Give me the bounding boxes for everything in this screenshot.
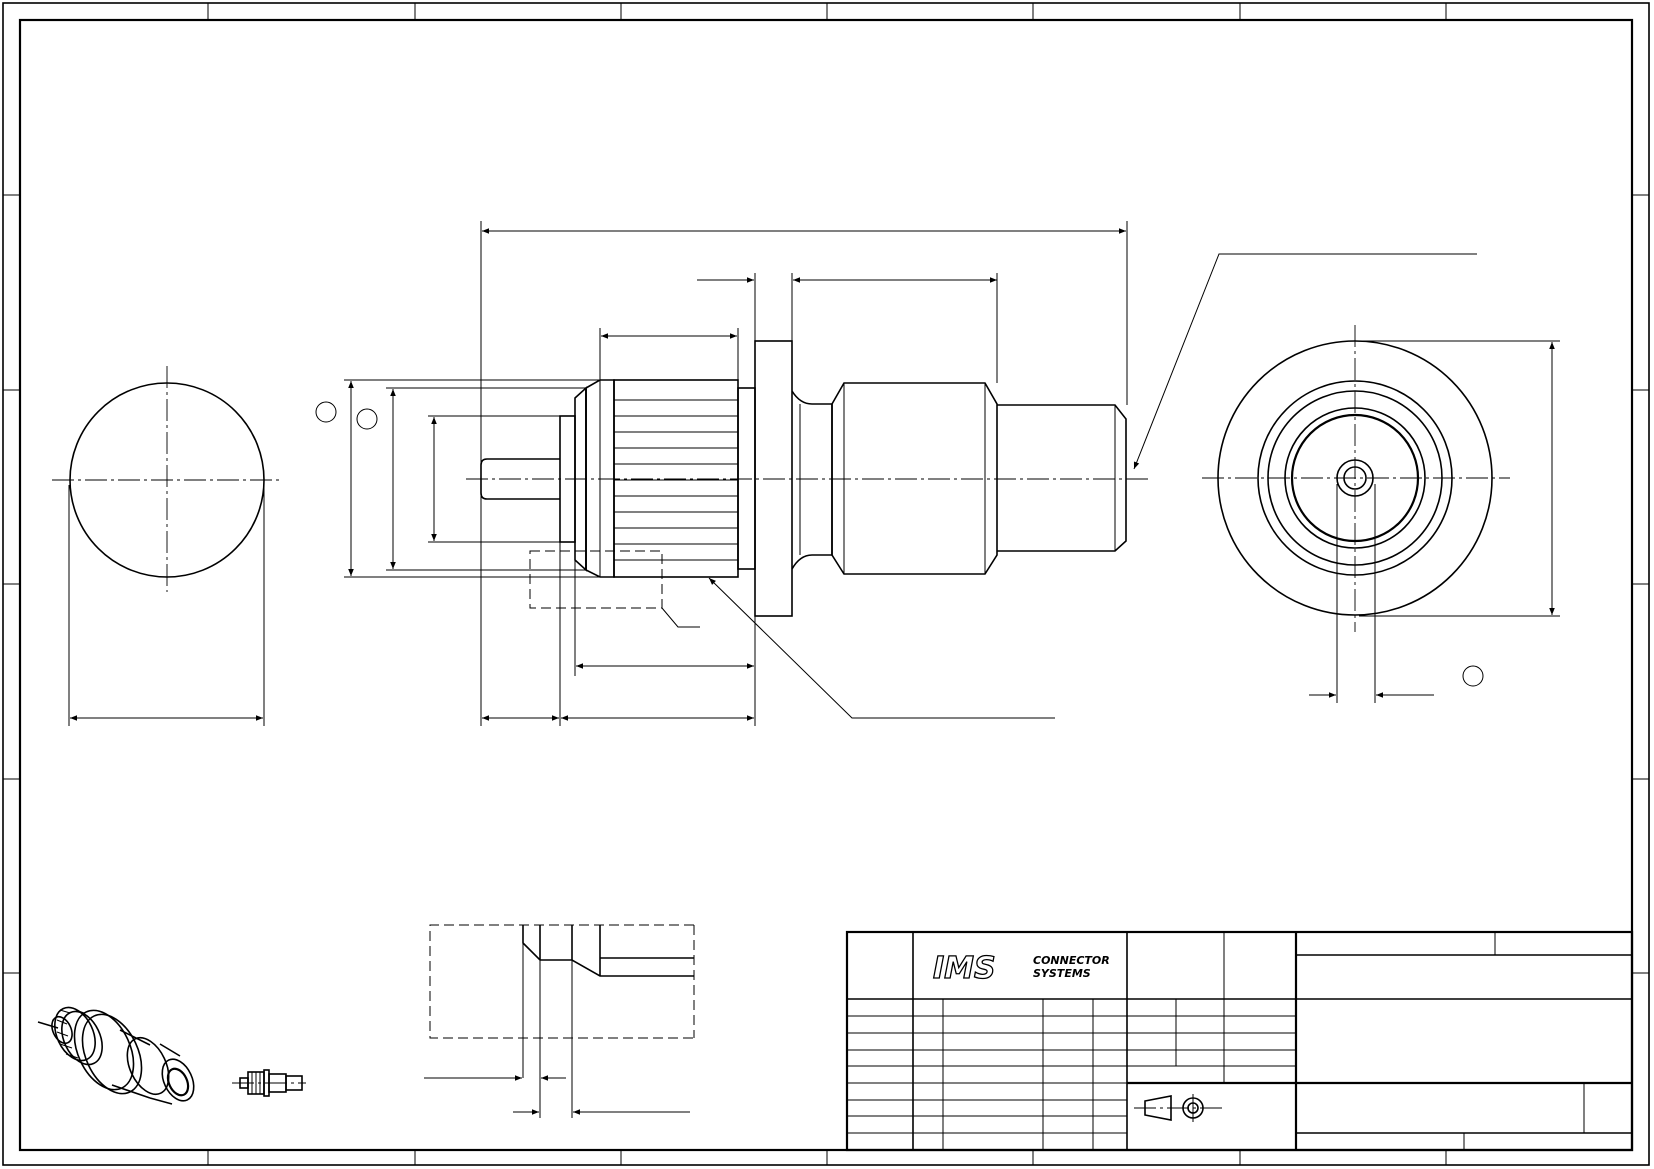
diameter-symbol bbox=[315, 401, 337, 423]
side-view-connector bbox=[466, 340, 1150, 628]
company-logo: IMS CONNECTOR SYSTEMS bbox=[932, 950, 1110, 986]
logo-line-2: SYSTEMS bbox=[1033, 967, 1091, 980]
scale-connector-sketch bbox=[232, 1069, 306, 1097]
end-view-left bbox=[52, 366, 280, 726]
isometric-connector-sketch bbox=[37, 1006, 195, 1105]
logo-mark: IMS bbox=[933, 951, 996, 986]
side-view-dimensions bbox=[315, 221, 1477, 726]
diameter-symbol bbox=[356, 408, 378, 430]
logo-line-1: CONNECTOR bbox=[1033, 954, 1110, 967]
section-detail bbox=[424, 924, 695, 1118]
end-view-right bbox=[1202, 325, 1560, 703]
projection-symbol-icon bbox=[1134, 1094, 1223, 1122]
knurl-lines bbox=[614, 399, 738, 561]
title-block: IMS CONNECTOR SYSTEMS bbox=[845, 930, 1634, 1152]
diameter-symbol bbox=[1462, 665, 1484, 687]
